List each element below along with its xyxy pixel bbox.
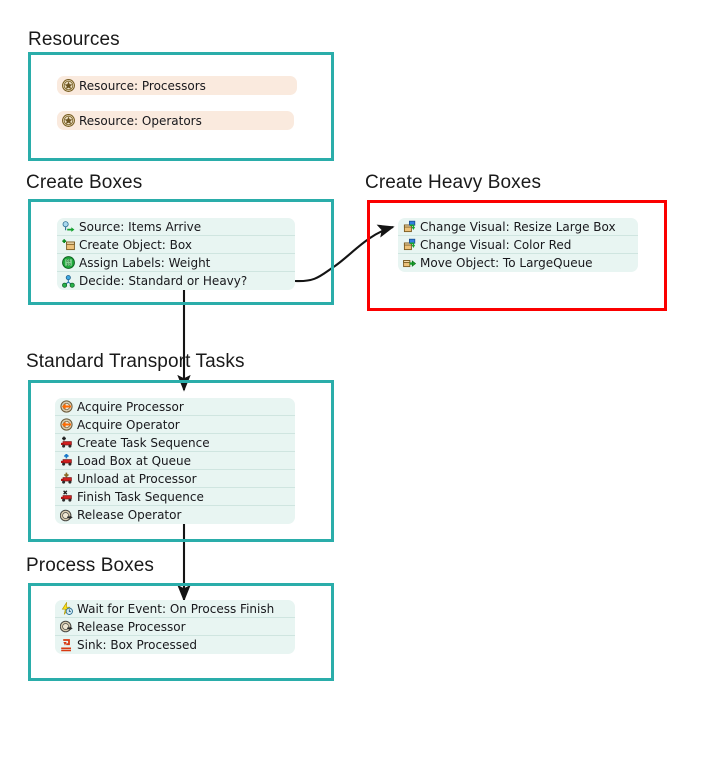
group-frame-resources[interactable]: [28, 52, 334, 161]
list-item-label: Unload at Processor: [77, 471, 197, 486]
list-item[interactable]: Finish Task Sequence: [55, 488, 295, 506]
activity-panel-create-heavy-boxes: Change Visual: Resize Large Box Change V…: [398, 218, 638, 272]
sink-icon: [60, 638, 73, 652]
list-item[interactable]: Load Box at Queue: [55, 452, 295, 470]
group-frame-create-boxes[interactable]: [28, 199, 334, 305]
assign-labels-icon: 01 10: [62, 256, 75, 269]
activity-panel-standard-transport-tasks: Acquire Processor Acquire Operator: [55, 398, 295, 524]
list-item-label: Acquire Processor: [77, 399, 184, 414]
release-resource-icon: [60, 509, 73, 522]
create-object-icon: [62, 238, 75, 251]
list-item-label: Release Processor: [77, 619, 186, 634]
list-item-label: Change Visual: Color Red: [420, 237, 572, 252]
group-title-standard-transport-tasks: Standard Transport Tasks: [26, 351, 245, 372]
group-title-resources: Resources: [28, 29, 120, 50]
group-title-process-boxes: Process Boxes: [26, 555, 155, 576]
list-item-label: Release Operator: [77, 508, 182, 522]
change-visual-icon: [403, 220, 416, 233]
list-item[interactable]: Acquire Operator: [55, 416, 295, 434]
acquire-resource-icon: [60, 400, 73, 413]
group-frame-process-boxes[interactable]: [28, 583, 334, 681]
change-visual-resize-row[interactable]: Change Visual: Resize Large Box: [398, 218, 638, 236]
list-item-label: Resource: Processors: [79, 78, 206, 93]
list-item-label: Finish Task Sequence: [77, 489, 204, 504]
list-item-label: Change Visual: Resize Large Box: [420, 219, 616, 234]
list-item[interactable]: Wait for Event: On Process Finish: [55, 600, 295, 618]
activity-panel-process-boxes: Wait for Event: On Process Finish Releas…: [55, 600, 295, 654]
group-frame-create-heavy-boxes[interactable]: [367, 200, 667, 311]
list-item-label: Assign Labels: Weight: [79, 255, 211, 270]
list-item-label: Resource: Operators: [79, 113, 202, 128]
wait-for-event-icon: [60, 602, 73, 615]
list-item[interactable]: Create Task Sequence: [55, 434, 295, 452]
list-item[interactable]: Move Object: To LargeQueue: [398, 254, 638, 272]
list-item[interactable]: Sink: Box Processed: [55, 636, 295, 654]
list-item[interactable]: Change Visual: Color Red: [398, 236, 638, 254]
decide-row[interactable]: Decide: Standard or Heavy?: [57, 272, 295, 290]
svg-text:10: 10: [66, 263, 71, 267]
list-item[interactable]: Create Object: Box: [57, 236, 295, 254]
list-item-label: Source: Items Arrive: [79, 219, 202, 234]
list-item-label: Decide: Standard or Heavy?: [79, 274, 248, 288]
activity-panel-create-boxes: Source: Items Arrive Create Object: Box …: [57, 218, 295, 290]
list-item[interactable]: Resource: Operators: [57, 111, 294, 130]
finish-task-sequence-icon: [60, 490, 73, 503]
list-item-label: Acquire Operator: [77, 417, 180, 432]
source-arrow-icon: [62, 220, 75, 233]
list-item[interactable]: Source: Items Arrive: [57, 218, 295, 236]
group-frame-standard-transport-tasks[interactable]: [28, 380, 334, 542]
resource-star-icon: [62, 79, 75, 92]
move-object-icon: [403, 257, 416, 270]
list-item[interactable]: Acquire Processor: [55, 398, 295, 416]
resource-star-icon: [62, 114, 75, 127]
svg-text:01: 01: [66, 259, 71, 263]
list-item-label: Create Task Sequence: [77, 435, 210, 450]
release-resource-icon: [60, 620, 73, 633]
acquire-resource-icon: [60, 418, 73, 431]
list-item-label: Create Object: Box: [79, 237, 192, 252]
list-item-label: Sink: Box Processed: [77, 638, 198, 652]
decide-icon: [62, 274, 75, 288]
list-item[interactable]: Release Operator: [55, 506, 295, 524]
group-title-create-boxes: Create Boxes: [26, 172, 143, 193]
unload-icon: [60, 472, 73, 485]
list-item[interactable]: Release Processor: [55, 618, 295, 636]
create-task-sequence-icon: [60, 436, 73, 449]
list-item[interactable]: Resource: Processors: [57, 76, 297, 95]
list-item-label: Move Object: To LargeQueue: [420, 256, 593, 270]
list-item[interactable]: 01 10 Assign Labels: Weight: [57, 254, 295, 272]
load-icon: [60, 454, 73, 467]
change-visual-icon: [403, 238, 416, 251]
list-item[interactable]: Unload at Processor: [55, 470, 295, 488]
list-item-label: Wait for Event: On Process Finish: [77, 601, 275, 616]
group-title-create-heavy-boxes: Create Heavy Boxes: [365, 172, 542, 193]
list-item-label: Load Box at Queue: [77, 453, 192, 468]
